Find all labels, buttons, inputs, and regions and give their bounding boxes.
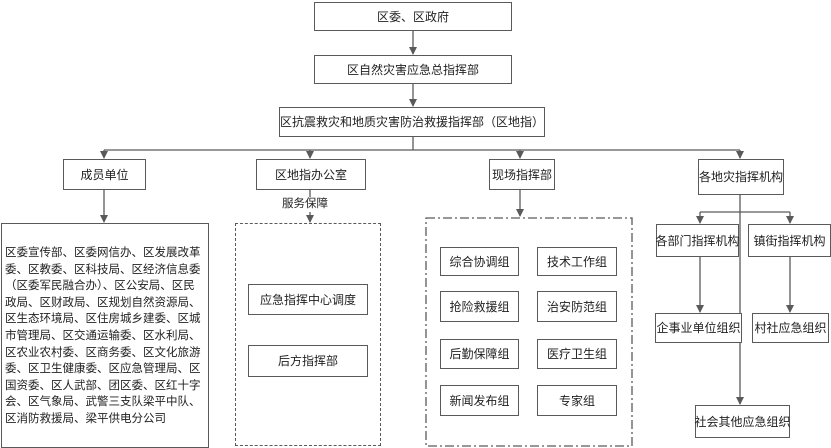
onsite-hq-node: 现场指挥部 [489,159,555,190]
natural-disaster-hq-node: 区自然灾害应急总指挥部 [314,55,512,84]
command-office-node: 区地指办公室 [256,159,366,190]
onsite-group-box: 专家组 [537,385,617,416]
local-agencies-node: 各地灾指挥机构 [698,159,784,195]
member-units-node: 成员单位 [63,159,146,190]
onsite-group-box: 新闻发布组 [440,385,519,416]
command-office-frame [235,223,381,446]
other-social-orgs-node: 社会其他应急组织 [695,405,791,438]
onsite-group-box: 医疗卫生组 [537,339,617,369]
onsite-group-box: 综合协调组 [440,247,519,276]
service-support-label: 服务保障 [280,196,330,210]
onsite-group-box: 技术工作组 [537,247,617,276]
enterprise-orgs-node: 企事业单位组织 [655,313,742,343]
earthquake-geo-hq-node: 区抗震救灾和地质灾害防治救援指挥部（区地指） [279,107,545,137]
office-unit-box: 后方指挥部 [248,345,368,377]
onsite-hq-frame [425,217,633,447]
onsite-group-box: 治安防范组 [537,291,617,322]
village-orgs-node: 村社应急组织 [752,313,829,343]
town-agencies-node: 镇街指挥机构 [748,224,831,257]
onsite-group-box: 后勤保障组 [440,339,519,369]
office-unit-box: 应急指挥中心调度 [248,284,368,315]
dept-agencies-node: 各部门指挥机构 [656,224,740,257]
onsite-group-box: 抢险救援组 [440,291,519,322]
district-committee-gov-node: 区委、区政府 [314,2,512,31]
member-units-list: 区委宣传部、区委网信办、区发展改革委、区教委、区科技局、区经济信息委（区委军民融… [1,223,209,448]
